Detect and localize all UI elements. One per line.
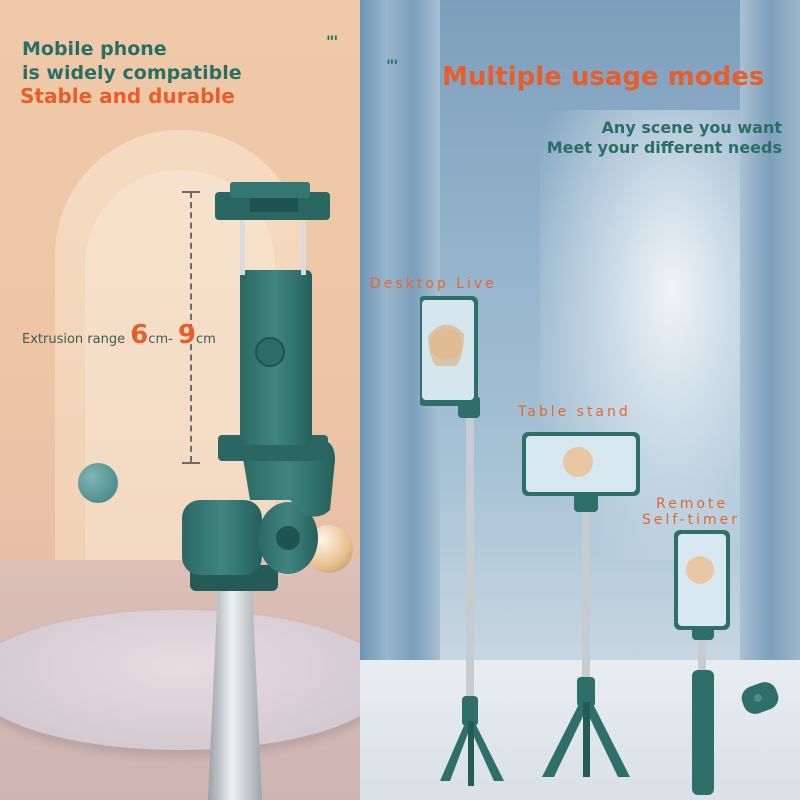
extrusion-label: Extrusion range xyxy=(22,332,126,347)
extrusion-max: 9 xyxy=(177,320,196,350)
left-quote-mark: "' xyxy=(326,32,338,51)
usage-title: Multiple usage modes xyxy=(442,62,765,92)
heading-line-2: is widely compatible xyxy=(22,62,242,84)
usage-subtitle-1: Any scene you want xyxy=(601,118,782,137)
heading-line-3: Stable and durable xyxy=(20,84,235,108)
extrusion-min-unit: cm xyxy=(148,332,169,347)
usage-subtitle-2: Meet your different needs xyxy=(546,138,782,157)
extrusion-max-unit: cm xyxy=(196,332,216,347)
extrusion-range: Extrusion range 6cm- 9cm xyxy=(22,320,216,350)
mode-label-table-stand: Table stand xyxy=(518,404,631,420)
extrusion-min: 6 xyxy=(130,320,149,350)
right-quote-mark: "' xyxy=(386,56,398,75)
remote-shutter-icon xyxy=(741,682,779,714)
remote-self-timer-stick-icon xyxy=(674,530,730,795)
phone-clamp-icon xyxy=(182,182,335,800)
dimension-cap-bottom xyxy=(182,462,200,464)
table-stand-tripod-icon xyxy=(522,432,640,777)
mode-label-remote: Remote xyxy=(656,496,729,512)
left-product-panel: Mobile phone is widely compatible Stable… xyxy=(0,0,360,800)
curtain-right xyxy=(740,0,800,680)
heading-line-1: Mobile phone xyxy=(22,38,167,60)
dimension-line xyxy=(190,192,192,462)
teal-sphere xyxy=(78,463,118,503)
desktop-live-tripod-icon xyxy=(420,296,504,786)
right-usage-panel: "' Multiple usage modes Any scene you wa… xyxy=(360,0,800,800)
mode-label-self-timer: Self-timer xyxy=(642,512,740,528)
mode-label-desktop-live: Desktop Live xyxy=(370,276,497,292)
round-platform xyxy=(0,610,360,750)
extrusion-dash: - xyxy=(168,332,173,347)
dimension-cap-top xyxy=(182,191,200,193)
